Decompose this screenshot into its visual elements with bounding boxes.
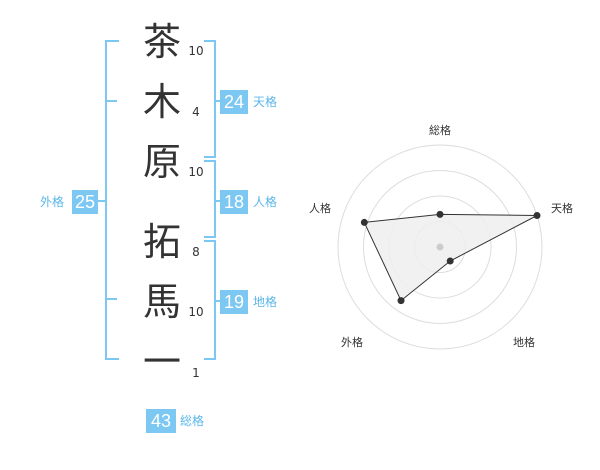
radar-point-3 xyxy=(446,257,454,265)
radar-point-1 xyxy=(436,210,444,218)
name-char-1: 茶 xyxy=(142,20,181,64)
axis-label-chikaku: 地格 xyxy=(513,335,535,349)
jinkaku-bracket xyxy=(204,160,216,238)
stroke-count-4: 8 xyxy=(192,245,200,259)
gaikaku-label: 外格 xyxy=(40,195,65,209)
stroke-count-5: 10 xyxy=(188,305,204,319)
soukaku-badge: 43 xyxy=(146,409,176,433)
stroke-count-3: 10 xyxy=(188,165,204,179)
name-char-3: 原 xyxy=(142,140,181,184)
radar-point-2 xyxy=(533,211,541,219)
tenkaku-bracket-stem xyxy=(215,100,223,102)
chikaku-bracket-stem xyxy=(215,300,223,302)
gaikaku-badge: 25 xyxy=(72,190,98,214)
radar-polygon xyxy=(363,213,538,302)
radar-ring xyxy=(337,144,543,350)
axis-label-jinkaku: 人格 xyxy=(309,201,331,215)
chikaku-badge: 19 xyxy=(220,290,248,314)
jinkaku-bracket-stem xyxy=(215,200,223,202)
jinkaku-badge: 18 xyxy=(220,190,248,214)
axis-label-tenkaku: 天格 xyxy=(551,201,573,215)
radar-center-dot xyxy=(436,243,444,251)
radar-point-5 xyxy=(360,218,368,226)
tenkaku-badge: 24 xyxy=(220,90,248,114)
axis-label-gaikaku: 外格 xyxy=(341,335,363,349)
name-char-4: 拓 xyxy=(142,220,181,264)
gaikaku-bracket-tick xyxy=(105,100,117,102)
axis-label-soukaku: 総格 xyxy=(429,123,451,137)
name-char-5: 馬 xyxy=(142,280,181,324)
stroke-count-2: 4 xyxy=(192,105,200,119)
name-char-2: 木 xyxy=(142,80,181,124)
name-char-6: 一 xyxy=(142,340,181,384)
jinkaku-label: 人格 xyxy=(253,195,278,209)
gaikaku-bracket-tick xyxy=(105,298,117,300)
radar-ring xyxy=(363,170,517,324)
stroke-count-1: 10 xyxy=(188,44,204,58)
soukaku-label: 総格 xyxy=(180,414,205,428)
chikaku-label: 地格 xyxy=(253,295,278,309)
radar-point-4 xyxy=(397,297,405,305)
gaikaku-bracket-stem xyxy=(97,200,107,202)
stroke-count-6: 1 xyxy=(192,366,200,380)
tenkaku-label: 天格 xyxy=(253,95,278,109)
tenkaku-bracket xyxy=(204,40,216,158)
